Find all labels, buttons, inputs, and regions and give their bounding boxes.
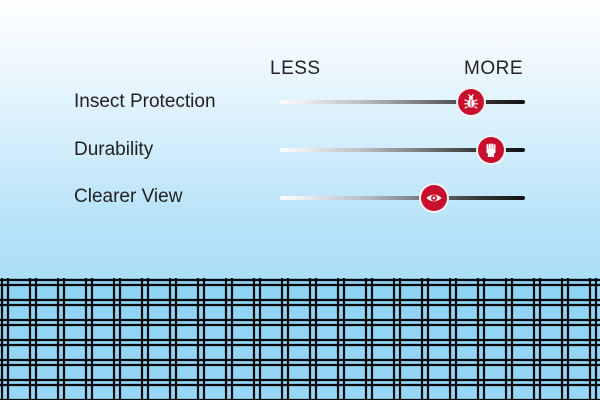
window-screen-mesh (0, 278, 600, 400)
scale-label-more: MORE (464, 58, 523, 79)
row-label: Durability (74, 139, 154, 160)
row-label: Insect Protection (74, 91, 216, 112)
rating-track (280, 196, 525, 200)
eye-icon (421, 185, 448, 211)
rating-track (280, 148, 525, 152)
scale-label-less: LESS (270, 58, 321, 79)
bug-icon (458, 89, 485, 115)
fist-icon (477, 137, 504, 163)
row-label: Clearer View (74, 186, 183, 207)
rating-track (280, 100, 525, 104)
